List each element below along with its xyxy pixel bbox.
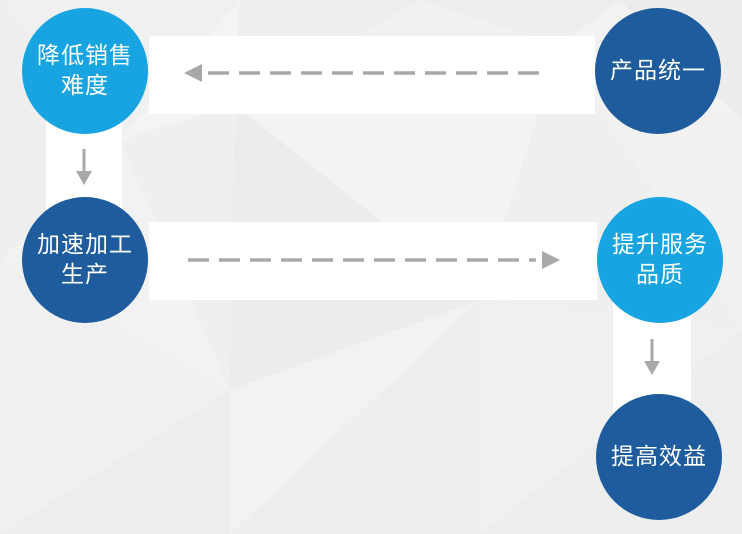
node-label-line: 难度 xyxy=(61,73,109,98)
node-improve-service-quality: 提升服务 品质 xyxy=(597,197,723,323)
node-label-line: 提高效益 xyxy=(611,443,707,469)
node-label-line: 降低销售 xyxy=(37,42,133,68)
node-label: 产品统一 xyxy=(610,56,706,86)
node-increase-benefit: 提高效益 xyxy=(596,394,722,520)
node-label: 提高效益 xyxy=(611,442,707,472)
down-arrow-icon xyxy=(76,149,92,185)
node-label-line: 提升服务 xyxy=(612,231,708,257)
node-label: 加速加工 生产 xyxy=(37,230,133,291)
node-label: 提升服务 品质 xyxy=(612,230,708,291)
down-arrow-icon xyxy=(644,339,660,375)
dashed-arrow-left-icon xyxy=(184,64,542,82)
dashed-arrow-right-icon xyxy=(188,251,560,269)
node-reduce-sales-difficulty: 降低销售 难度 xyxy=(22,8,148,134)
connector-band-top xyxy=(149,36,595,114)
node-product-unification: 产品统一 xyxy=(595,8,721,134)
node-label: 降低销售 难度 xyxy=(37,41,133,102)
node-label-line: 品质 xyxy=(636,262,684,287)
node-label-line: 产品统一 xyxy=(610,57,706,83)
node-label-line: 加速加工 xyxy=(37,231,133,257)
node-label-line: 生产 xyxy=(61,262,109,287)
node-accelerate-production: 加速加工 生产 xyxy=(22,197,148,323)
